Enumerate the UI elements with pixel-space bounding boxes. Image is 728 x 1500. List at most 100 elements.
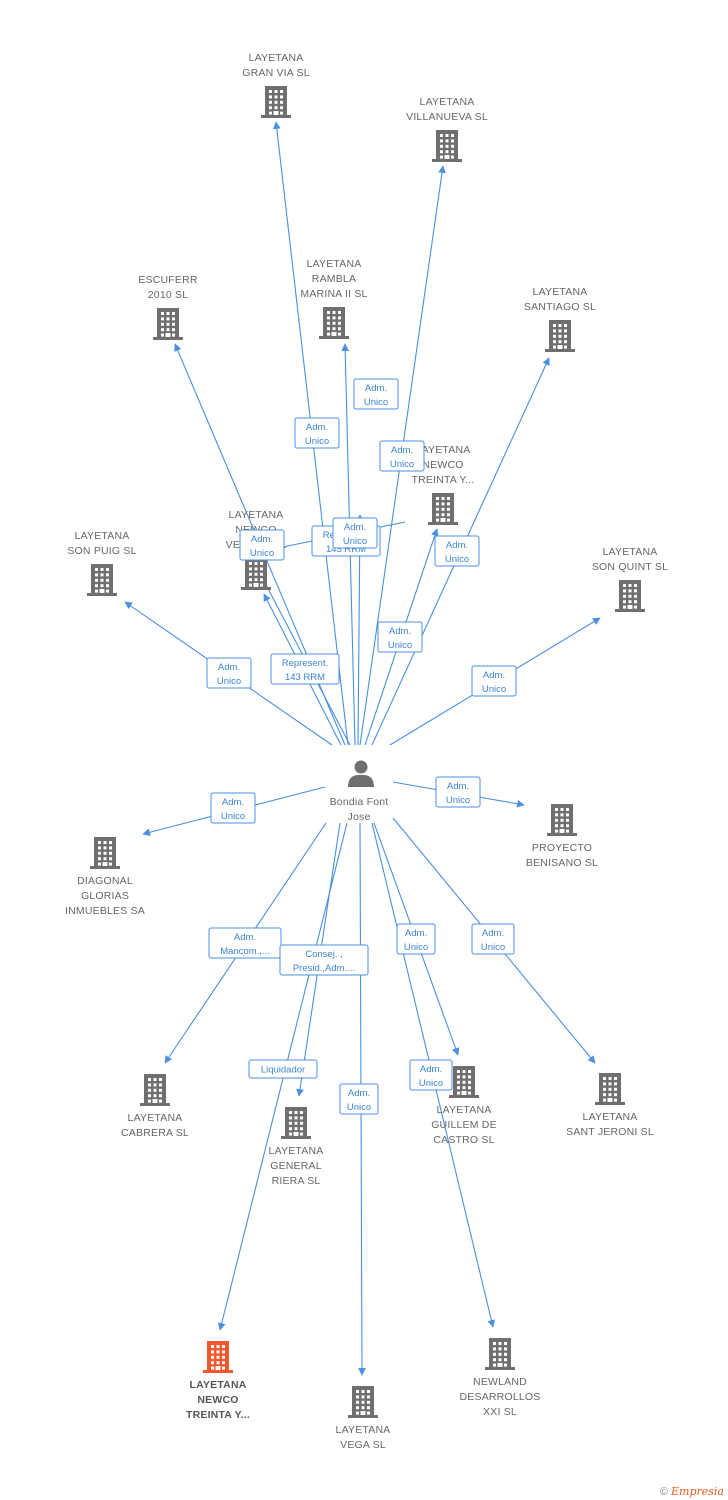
edge-label-text: Unico <box>347 1102 371 1113</box>
node-label: LAYETANA <box>229 509 284 521</box>
edge-label-newco-treinta-bottom[interactable]: Liquidador <box>248 1059 318 1079</box>
edge-label-box <box>434 535 480 567</box>
edge-label-text: Adm. <box>344 522 366 533</box>
edge-label-newco-treinta-top[interactable]: Adm.Unico <box>434 535 480 567</box>
edge-label-text: Adm. <box>234 932 256 943</box>
edge-label-text: Adm. <box>420 1064 442 1075</box>
edge-label-text: Adm. <box>306 422 328 433</box>
building-icon <box>140 1074 170 1106</box>
edge-label-son-puig[interactable]: Adm.Unico <box>206 657 252 689</box>
node-santiago[interactable]: LAYETANA SANTIAGO SL <box>524 286 596 352</box>
edge-label-text: Presid.,Adm.... <box>293 963 355 974</box>
edge-label-gran-via[interactable]: Adm. Unico <box>294 417 340 449</box>
node-label: BENISANO SL <box>526 857 598 869</box>
building-icon <box>615 580 645 612</box>
edge-label-box <box>248 1059 318 1079</box>
edge-label-newco-veinti[interactable]: Represent.143 RRM <box>270 653 340 685</box>
node-son-quint[interactable]: LAYETANA SON QUINT SL <box>592 546 668 612</box>
edge-label-diagonal[interactable]: Adm.Unico <box>210 792 256 824</box>
edge-label-rambla[interactable]: Adm. Unico <box>353 378 399 410</box>
node-label: LAYETANA <box>583 1111 638 1123</box>
node-label: LAYETANA <box>533 286 588 298</box>
node-label: LAYETANA <box>189 1379 246 1391</box>
person-name: Bondia Font <box>330 796 389 808</box>
edge-label-newland[interactable]: Adm.Unico <box>409 1059 453 1091</box>
node-label: DESARROLLOS <box>460 1391 541 1403</box>
edge-label-text: Adm. <box>483 670 505 681</box>
edge-label-text: Unico <box>364 397 388 408</box>
edge-label-cabrera[interactable]: Adm. Mancom.,... <box>208 927 282 959</box>
node-label: CASTRO SL <box>433 1134 494 1146</box>
edge-label-text: Adm. <box>482 928 504 939</box>
edge-label-text: Unico <box>250 548 274 559</box>
building-icon <box>595 1073 625 1105</box>
node-label: LAYETANA <box>416 444 471 456</box>
edge-label-son-quint[interactable]: Adm.Unico <box>471 665 517 697</box>
node-newco-treinta-top[interactable]: LAYETANA NEWCO TREINTA Y... <box>411 444 474 525</box>
building-icon <box>87 564 117 596</box>
edge-label-sant-jeroni[interactable]: Adm. Unico <box>471 923 515 955</box>
edge-label-text: Adm. <box>218 662 240 673</box>
node-label: NEWCO <box>197 1394 238 1406</box>
node-label: TREINTA Y... <box>186 1409 250 1421</box>
edge-label-box <box>379 440 425 472</box>
node-label: LAYETANA <box>249 52 304 64</box>
node-label: LAYETANA <box>603 546 658 558</box>
edge-label-text: Unico <box>404 942 428 953</box>
node-label: GUILLEM DE <box>431 1119 497 1131</box>
edge-label-box <box>208 927 282 959</box>
edge-label-box <box>339 1083 379 1115</box>
edge-label-box <box>471 665 517 697</box>
edge-label-newco-veinti[interactable]: Adm.Unico <box>239 529 285 561</box>
node-proyecto[interactable]: PROYECTO BENISANO SL <box>526 804 598 869</box>
node-label: INMUEBLES SA <box>65 905 145 917</box>
edge-label-box <box>206 657 252 689</box>
node-label: DIAGONAL <box>77 875 133 887</box>
edge-label-newco-treinta-top[interactable]: Adm.Unico <box>332 517 378 549</box>
edge-label-text: Unico <box>305 436 329 447</box>
edge-label-guillem[interactable]: Adm. Unico <box>396 923 436 955</box>
edge-label-text: 143 RRM <box>326 544 366 555</box>
edge-label-santiago[interactable]: Adm.Unico <box>377 621 423 653</box>
edge-labels-layer: Adm.UnicoAdm.UnicoAdm.UnicoAdm.UnicoRepr… <box>206 378 517 1115</box>
building-icon <box>428 493 458 525</box>
node-newco-treinta-bottom[interactable]: LAYETANA NEWCO TREINTA Y... <box>186 1341 250 1421</box>
edge-label-text: Adm. <box>405 928 427 939</box>
node-label: PROYECTO <box>532 842 592 854</box>
building-icon <box>449 1066 479 1098</box>
edge-label-text: Adm. <box>365 383 387 394</box>
edge-label-proyecto[interactable]: Adm.Unico <box>435 776 481 808</box>
edge-label-villanueva[interactable]: Adm.Unico <box>379 440 425 472</box>
edge-label-text: Unico <box>390 459 414 470</box>
building-icon <box>153 308 183 340</box>
node-label: SON QUINT SL <box>592 561 668 573</box>
node-label: VEGA SL <box>340 1439 386 1451</box>
copyright-symbol: © <box>659 1486 668 1498</box>
edge-label-text: Mancom.,... <box>220 946 270 957</box>
edge-label-box <box>239 529 285 561</box>
edge-label-box <box>409 1059 453 1091</box>
edge-label-box <box>435 776 481 808</box>
edge-label-general-riera[interactable]: Consej. ,Presid.,Adm.... <box>279 944 369 976</box>
building-icon <box>348 1386 378 1418</box>
node-label: SANTIAGO SL <box>524 301 596 313</box>
edge-label-vega[interactable]: Adm.Unico <box>339 1083 379 1115</box>
node-label: NEWCO <box>422 459 463 471</box>
edge-label-text: Unico <box>481 942 505 953</box>
building-icon <box>547 804 577 836</box>
node-label: TREINTA Y... <box>411 474 474 486</box>
